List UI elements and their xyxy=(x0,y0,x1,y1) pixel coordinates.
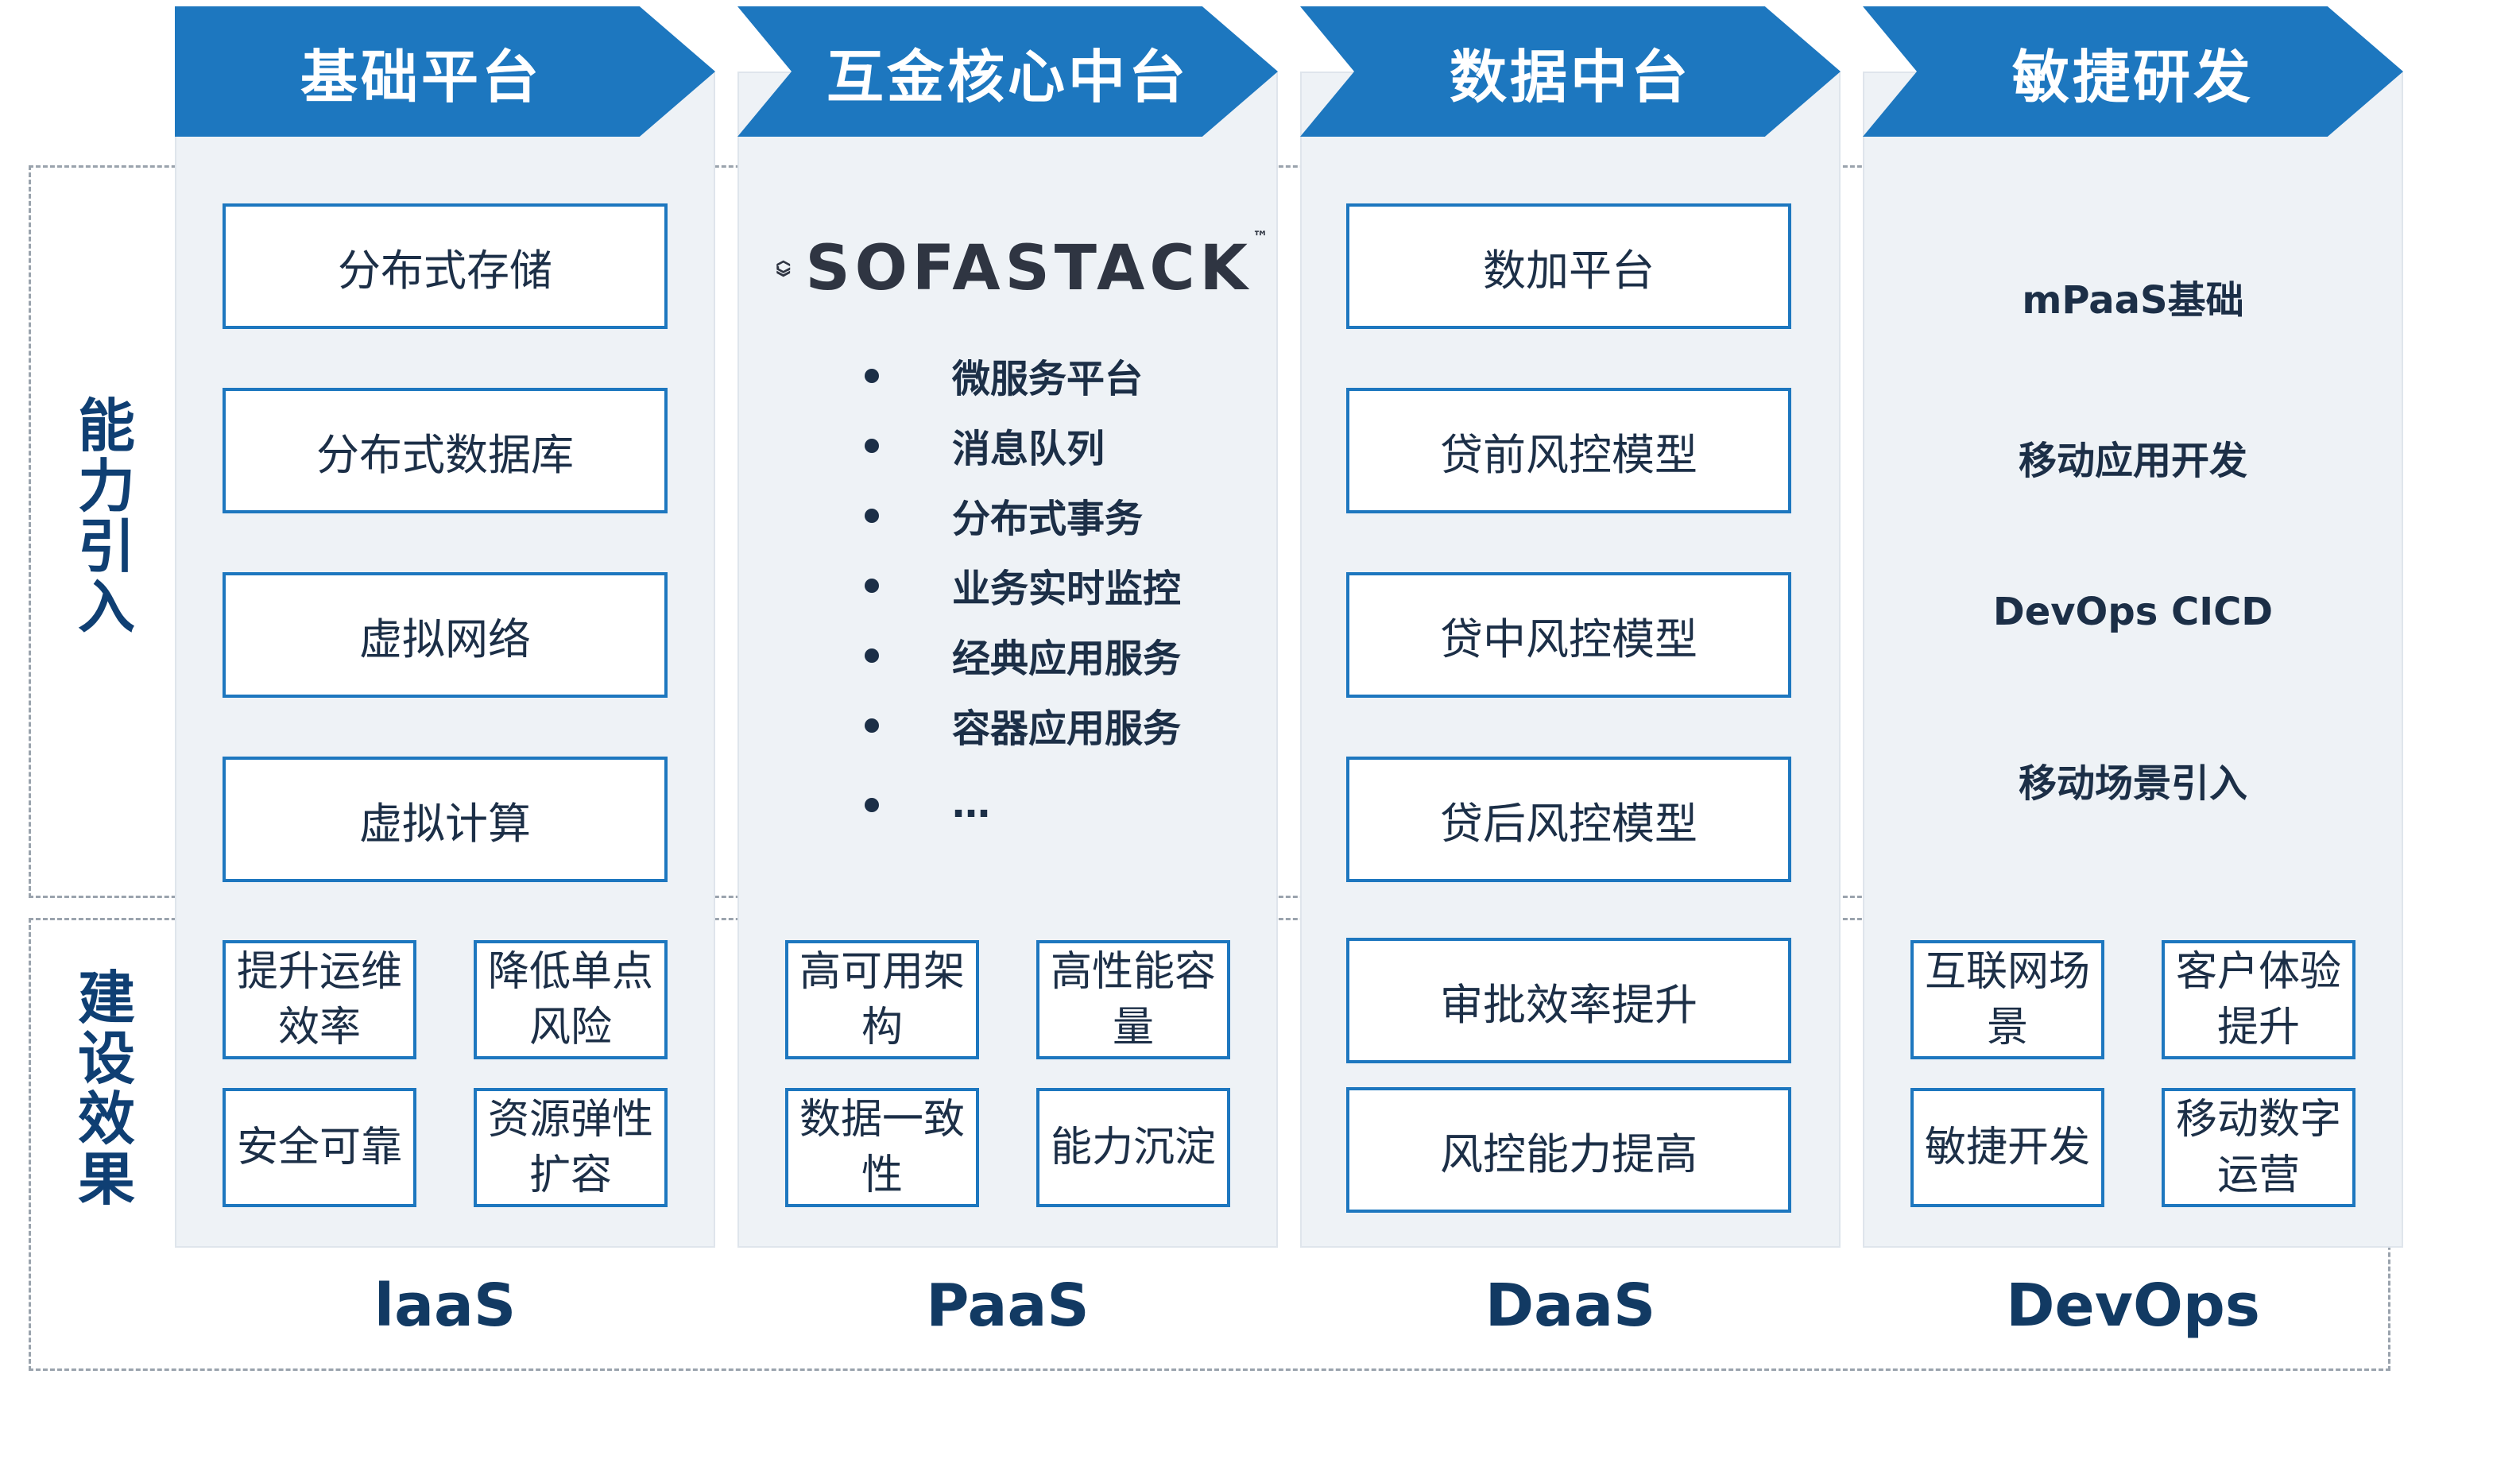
header-chevron-paas: 互金核心中台 xyxy=(737,6,1278,137)
effect-box: 客户体验提升 xyxy=(2162,940,2355,1059)
effect-box: 安全可靠 xyxy=(223,1088,416,1207)
sofastack-cube-icon xyxy=(776,260,791,277)
layer-label-iaas: laaS xyxy=(374,1272,517,1340)
effect-box: 提升运维效率 xyxy=(223,940,416,1059)
effect-box: 资源弹性扩容 xyxy=(474,1088,668,1207)
effect-box: 高性能容量 xyxy=(1036,940,1230,1059)
header-chevron-daas: 数据中台 xyxy=(1300,6,1841,137)
header-chevron-devops: 敏捷研发 xyxy=(1863,6,2403,137)
layer-label-paas: PaaS xyxy=(926,1272,1090,1340)
capability-box: 贷后风控模型 xyxy=(1346,757,1791,882)
devops-capability: 移动应用开发 xyxy=(2018,439,2247,483)
capability-box: 贷中风控模型 xyxy=(1346,572,1791,698)
list-item: 消息队列 xyxy=(755,410,1264,480)
sofastack-logo-text: SOFASTACK xyxy=(805,233,1252,304)
effect-box: 审批效率提升 xyxy=(1346,938,1791,1063)
capability-box: 分布式存储 xyxy=(223,203,668,329)
column-bg-devops xyxy=(1863,72,2403,1248)
effect-box: 高可用架构 xyxy=(785,940,979,1059)
header-chevron-iaas: 基础平台 xyxy=(175,6,715,137)
effect-box: 风控能力提高 xyxy=(1346,1087,1791,1213)
sofastack-logo: SOFASTACK ™ xyxy=(776,213,1268,324)
capability-box: 贷前风控模型 xyxy=(1346,388,1791,513)
capability-box: 分布式数据库 xyxy=(223,388,668,513)
list-item: 经典应用服务 xyxy=(755,620,1264,690)
effect-box: 互联网场景 xyxy=(1910,940,2104,1059)
list-item: … xyxy=(755,769,1264,839)
effect-box: 敏捷开发 xyxy=(1910,1088,2104,1207)
capability-box: 数加平台 xyxy=(1346,203,1791,329)
list-item: 微服务平台 xyxy=(755,340,1264,410)
list-item: 分布式事务 xyxy=(755,480,1264,550)
capability-box: 虚拟网络 xyxy=(223,572,668,698)
trademark-mark: ™ xyxy=(1252,227,1268,246)
devops-capability: 移动场景引入 xyxy=(2018,761,2247,806)
layer-label-devops: DevOps xyxy=(2006,1272,2260,1340)
row-label-capability: 能力引入 xyxy=(77,393,135,641)
paas-capability-list: 微服务平台 消息队列 分布式事务 业务实时监控 经典应用服务 容器应用服务 … xyxy=(755,340,1264,839)
list-item: 业务实时监控 xyxy=(755,550,1264,620)
row-label-effect: 建设效果 xyxy=(77,965,135,1213)
devops-capability: mPaaS基础 xyxy=(2022,278,2244,323)
effect-box: 移动数字运营 xyxy=(2162,1088,2355,1207)
effect-box: 数据一致性 xyxy=(785,1088,979,1207)
devops-capability: DevOps CICD xyxy=(1992,590,2274,634)
effect-box: 能力沉淀 xyxy=(1036,1088,1230,1207)
effect-box: 降低单点风险 xyxy=(474,940,668,1059)
layer-label-daas: DaaS xyxy=(1485,1272,1656,1340)
capability-box: 虚拟计算 xyxy=(223,757,668,882)
list-item: 容器应用服务 xyxy=(755,690,1264,760)
